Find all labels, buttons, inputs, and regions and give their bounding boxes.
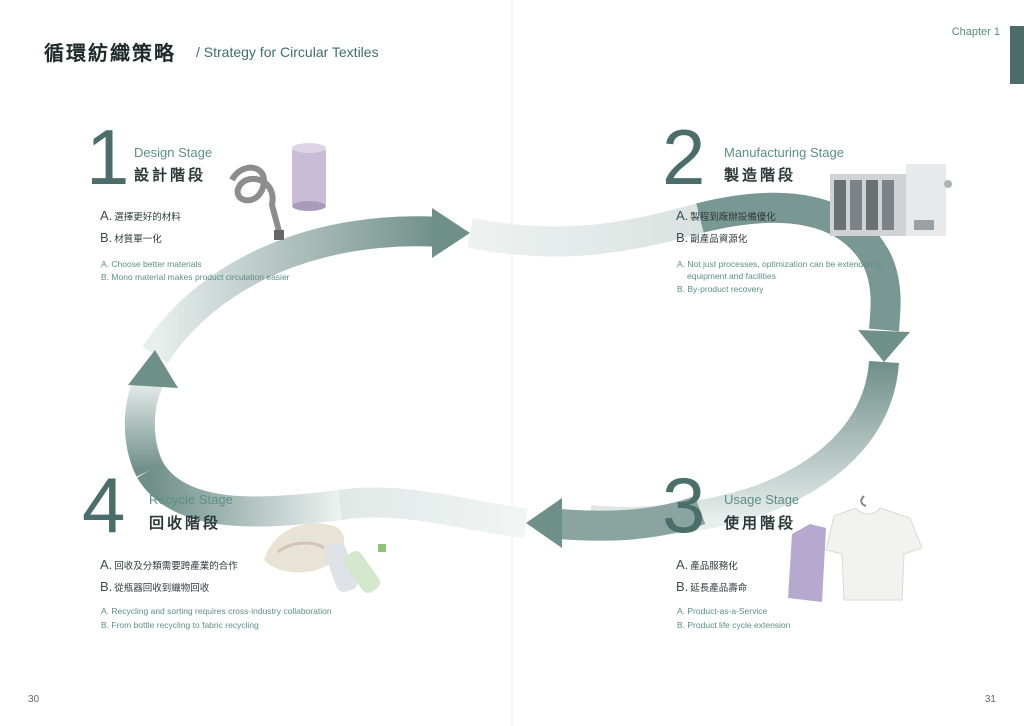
page-title-en: / Strategy for Circular Textiles [196, 44, 379, 60]
stage-1-item-b-en: B. Mono material makes product circulati… [101, 272, 290, 282]
stage-3-number: 3 [662, 461, 706, 549]
flow-arrow-design-to-manufacturing [142, 208, 470, 364]
stage-1-name-zh: 設計階段 [134, 166, 207, 184]
stage-2-item-b-en: B. By-product recovery [677, 284, 764, 294]
stage-1-name-en: Design Stage [134, 145, 213, 160]
stage-1-item-b: B.材質單一化 [100, 230, 162, 245]
page-number-right: 31 [984, 694, 996, 705]
stage-3-item-a-en: A. Product-as-a-Service [677, 606, 768, 616]
stage-2-number: 2 [662, 113, 706, 201]
chapter-tab [1010, 26, 1024, 84]
stage-4-item-b-en: B. From bottle recycling to fabric recyc… [101, 620, 259, 630]
stage-3-name-en: Usage Stage [724, 492, 800, 507]
stage-4-number: 4 [82, 461, 126, 549]
stage-4-item-a-en: A. Recycling and sorting requires cross-… [101, 606, 332, 616]
chapter-label: Chapter 1 [951, 26, 1000, 38]
stage-2-item-a-en-cont: equipment and facilities [687, 271, 776, 281]
flow-arrow-usage-to-recycle [137, 461, 706, 548]
stage-1-number: 1 [86, 113, 130, 201]
textile-machine-illustration [830, 164, 952, 236]
stage-3-name-zh: 使用階段 [724, 514, 797, 532]
stage-2-name-en: Manufacturing Stage [724, 145, 844, 160]
page-number-left: 30 [28, 694, 40, 705]
stage-4-item-b: B.從瓶器回收到織物回收 [100, 579, 210, 594]
stage-2-item-a-en: A. Not just processes, optimization can … [677, 259, 883, 269]
stage-2-item-b: B.副產品資源化 [676, 230, 748, 245]
stage-3-item-a: A.產品服務化 [676, 557, 738, 572]
stage-3-item-b-en: B. Product life cycle extension [677, 620, 791, 630]
fabric-and-bottles-illustration [264, 523, 386, 594]
page-title-zh: 循環紡織策略 [44, 41, 176, 65]
t-shirts-illustration [788, 495, 923, 602]
flow-arrow-recycle-to-design [124, 350, 178, 477]
stage-2-name-zh: 製造階段 [724, 166, 797, 184]
stage-4-item-a: A.回收及分類需要跨產業的合作 [100, 557, 238, 572]
stage-1-item-a-en: A. Choose better materials [101, 259, 202, 269]
stage-1-item-a: A.選擇更好的材料 [100, 208, 181, 223]
stage-4-name-en: Recycle Stage [149, 492, 233, 507]
book-spine [511, 0, 513, 726]
stage-4-name-zh: 回收階段 [149, 514, 222, 532]
stage-2-item-a: A.製程到廠辦設備優化 [676, 208, 776, 223]
stage-3-item-b: B.延長產品壽命 [676, 579, 748, 594]
measuring-tape-thread-spool-illustration [229, 143, 326, 240]
